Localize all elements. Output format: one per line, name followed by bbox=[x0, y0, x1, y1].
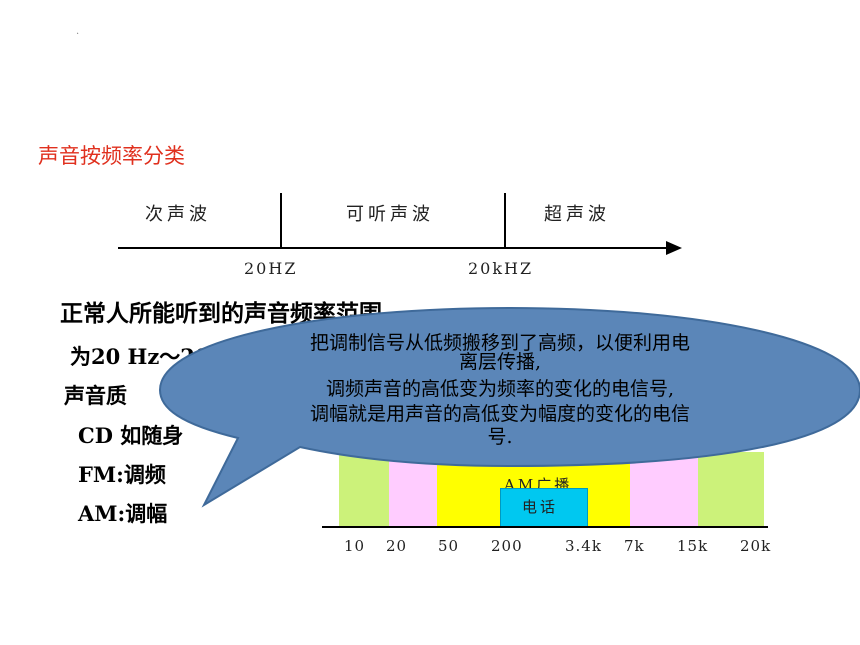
body-line-fm: FM:调频 bbox=[78, 462, 166, 487]
bubble-line-1: 把调制信号从低频搬移到了高频，以便利用电 bbox=[309, 332, 690, 354]
tick-15k: 15k bbox=[677, 537, 709, 555]
telephone-band bbox=[500, 488, 588, 528]
body-line-quality: 声音质 bbox=[64, 383, 127, 408]
scale-divider-20hz bbox=[280, 193, 282, 249]
axis-arrow-icon bbox=[666, 241, 682, 255]
bubble-text: 把调制信号从低频搬移到了高频，以便利用电 离层传播, 调频声音的高低变为频率的变… bbox=[230, 332, 770, 449]
slide-title: 声音按频率分类 bbox=[38, 144, 185, 168]
bubble-line-3: 调频声音的高低变为频率的变化的电信号, bbox=[325, 378, 675, 400]
bubble-line-2: 离层传播, bbox=[458, 351, 542, 373]
tick-10: 10 bbox=[344, 537, 366, 555]
boundary-20khz: 20kHZ bbox=[468, 259, 534, 278]
bubble-line-4: 调幅就是用声音的高低变为幅度的变化的电信 bbox=[309, 403, 690, 425]
tick-200: 200 bbox=[491, 537, 523, 555]
band-infrasound: 次声波 bbox=[145, 204, 211, 225]
tick-20k: 20k bbox=[740, 537, 772, 555]
body-line-am: AM:调幅 bbox=[78, 501, 168, 526]
band-audible: 可听声波 bbox=[346, 204, 434, 225]
telephone-label: 电话 bbox=[522, 498, 559, 516]
tick-7k: 7k bbox=[624, 537, 645, 555]
spectrum-segment-green-low bbox=[339, 452, 389, 526]
body-line-cd: CD 如随身 bbox=[78, 423, 184, 448]
tick-50: 50 bbox=[438, 537, 460, 555]
spectrum-segment-pink-high bbox=[630, 452, 698, 526]
scale-divider-20khz bbox=[504, 193, 506, 249]
spectrum-baseline bbox=[322, 526, 768, 528]
boundary-20hz: 20HZ bbox=[244, 259, 298, 278]
tick-20: 20 bbox=[386, 537, 408, 555]
corner-mark: . bbox=[76, 26, 80, 37]
bubble-line-5: 号. bbox=[487, 426, 513, 448]
frequency-axis bbox=[118, 247, 670, 249]
tick-3-4k: 3.4k bbox=[565, 537, 602, 555]
spectrum-segment-green-high bbox=[698, 452, 764, 526]
speech-bubble-shape bbox=[158, 306, 860, 508]
band-ultrasound: 超声波 bbox=[544, 204, 610, 225]
